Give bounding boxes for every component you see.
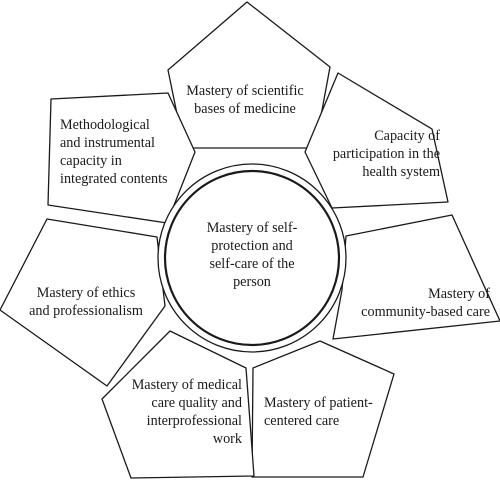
- petal-scientific-bases-label: Mastery of scientific bases of medicine: [170, 82, 320, 118]
- petal-label-line: Capacity of: [374, 128, 440, 144]
- petal-label-line: capacity in: [60, 153, 122, 169]
- petal-label-line: and instrumental: [60, 135, 155, 151]
- petal-health-system-shape: [304, 72, 449, 209]
- petal-label-line: health system: [362, 164, 440, 180]
- petal-label-line: care quality and: [151, 395, 242, 411]
- center-label: Mastery of self- protection and self-car…: [182, 219, 322, 291]
- petal-label-line: participation in the: [332, 146, 440, 162]
- petal-label-line: integrated contents: [60, 171, 168, 187]
- center-label-line: self-care of the: [209, 256, 295, 272]
- petal-label-line: community-based care: [361, 304, 490, 320]
- petal-label-line: interprofessional: [146, 413, 242, 429]
- petal-care-quality-shape: [101, 330, 255, 479]
- center-label-line: protection and: [211, 238, 293, 254]
- petal-methodological-shape: [47, 92, 196, 224]
- petal-patient-centered-label: Mastery of patient- centered care: [264, 394, 404, 430]
- petal-label-line: and professionalism: [29, 303, 143, 319]
- petal-care-quality-label: Mastery of medical care quality and inte…: [106, 376, 242, 448]
- petal-label-line: centered care: [264, 413, 340, 429]
- petal-label-line: Mastery of medical: [131, 377, 242, 393]
- petal-ethics-label: Mastery of ethics and professionalism: [16, 284, 156, 320]
- petal-community-care-label: Mastery of community-based care: [330, 285, 490, 321]
- petal-methodological-label: Methodological and instrumental capacity…: [60, 116, 190, 188]
- center-label-line: person: [233, 274, 271, 290]
- petal-label-line: Mastery of scientific: [186, 83, 304, 99]
- petal-ethics-shape: [0, 218, 166, 387]
- petal-label-line: Mastery of ethics: [36, 285, 136, 301]
- center-label-line: Mastery of self-: [206, 220, 298, 236]
- petal-label-line: work: [212, 431, 242, 447]
- petal-label-line: bases of medicine: [194, 101, 296, 117]
- petal-health-system-label: Capacity of participation in the health …: [300, 127, 440, 181]
- petal-label-line: Mastery of patient-: [264, 395, 373, 411]
- petal-label-line: Methodological: [60, 117, 150, 133]
- center-inner-circle: [163, 169, 341, 347]
- petal-label-line: Mastery of: [428, 286, 490, 302]
